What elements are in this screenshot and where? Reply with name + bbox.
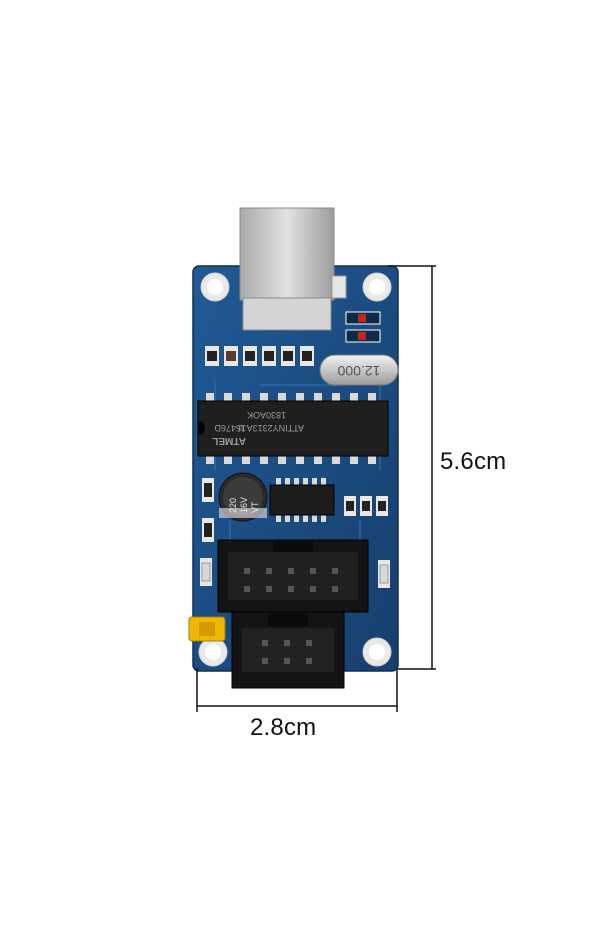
chip-lot: 35476D <box>214 423 246 433</box>
isp-header-6pin <box>231 611 345 689</box>
diodes <box>345 311 381 343</box>
yellow-jumper <box>188 616 226 642</box>
height-dimension <box>388 265 436 670</box>
smd-resistors-right <box>344 496 388 516</box>
crystal-oscillator: 12.000 <box>319 354 399 386</box>
height-label: 5.6cm <box>440 448 507 475</box>
capacitor-series: VT <box>250 501 260 513</box>
chip-part: ATTINY2313A U <box>238 423 304 433</box>
crystal-label: 12.000 <box>337 363 380 379</box>
electrolytic-capacitor: 220 16V VT <box>218 472 268 522</box>
width-label: 2.8cm <box>250 714 317 741</box>
soic-chip <box>269 478 335 522</box>
smd-resistor-row <box>205 346 314 366</box>
chip-date: 1830AOK <box>247 410 286 420</box>
capacitor-value: 220 <box>228 498 238 513</box>
width-dimension <box>196 668 398 712</box>
mounting-holes <box>198 272 392 667</box>
attiny-chip: ATMEL ATTINY2313A U 35476D 1830AOK <box>197 393 389 464</box>
isp-header-10pin <box>217 539 369 613</box>
chip-brand: ATMEL <box>212 435 246 446</box>
capacitor-voltage: 16V <box>239 497 249 513</box>
usb-b-connector <box>239 207 347 331</box>
